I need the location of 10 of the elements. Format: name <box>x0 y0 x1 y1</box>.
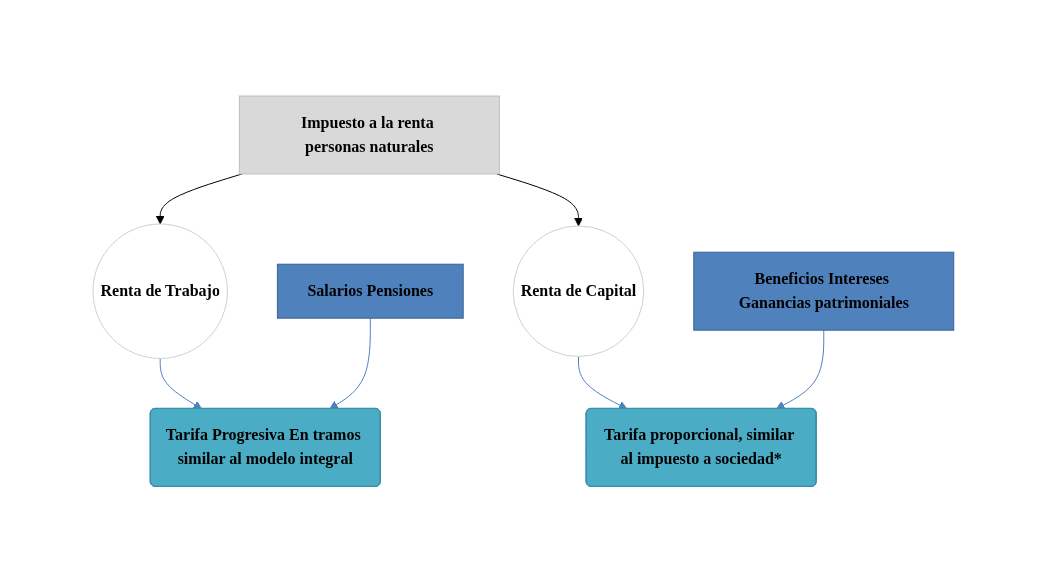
arrow <box>159 358 202 410</box>
node-box: Salarios Pensiones <box>276 264 464 319</box>
node-circle: Renta de Capital <box>512 225 644 358</box>
arrow <box>329 318 371 410</box>
node-box: Beneficios Intereses Ganancias patrimoniales <box>692 252 954 331</box>
arrow <box>577 356 627 410</box>
arrow <box>775 330 824 410</box>
node-circle: Renta de Trabajo <box>92 223 228 360</box>
arrow <box>155 173 242 225</box>
node-box: Impuesto a la renta personas naturales <box>238 95 500 175</box>
